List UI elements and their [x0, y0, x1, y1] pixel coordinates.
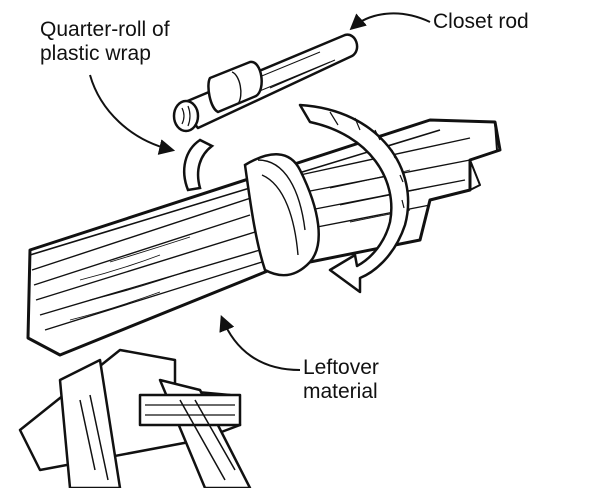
leftover-label-line2: material: [303, 380, 378, 403]
leftover-material-label: Leftover material: [303, 356, 379, 404]
plastic-wrap-leader: [89, 74, 176, 155]
plastic-wrap-label-line1: Quarter-roll of: [40, 18, 170, 41]
sawhorse: [18, 348, 252, 488]
closet-rod-label: Closet rod: [433, 10, 529, 33]
plastic-wrap-band: [183, 138, 320, 277]
closet-rod-leader: [349, 12, 431, 31]
leftover-leader: [219, 315, 301, 371]
leftover-label-line1: Leftover: [303, 356, 379, 379]
closet-rod: [172, 33, 359, 133]
leader-lines: [89, 12, 431, 371]
plastic-wrap-label: Quarter-roll of plastic wrap: [40, 18, 170, 66]
wrap-direction-arrow: [298, 103, 410, 294]
plastic-wrap-label-line2: plastic wrap: [40, 42, 151, 65]
